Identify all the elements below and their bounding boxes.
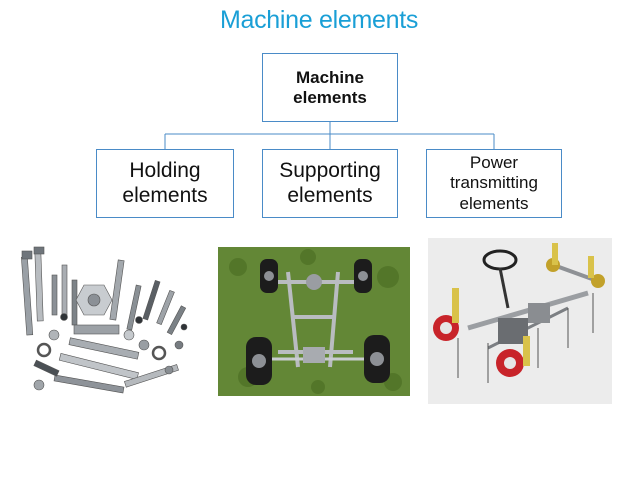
page-title: Machine elements (219, 6, 419, 34)
node-supporting-elements: Supporting elements (262, 149, 398, 218)
node-label: Supporting elements (279, 159, 381, 207)
root-node: Machine elements (262, 53, 398, 122)
node-power-transmitting-elements: Power transmitting elements (426, 149, 562, 218)
node-holding-elements: Holding elements (96, 149, 234, 218)
node-label: Holding elements (122, 159, 208, 207)
node-label: Power transmitting elements (450, 152, 538, 213)
car-chassis-photo (218, 247, 410, 396)
root-node-label: Machine elements (293, 67, 367, 107)
drivetrain-photo (428, 238, 612, 404)
fasteners-photo (14, 245, 199, 413)
